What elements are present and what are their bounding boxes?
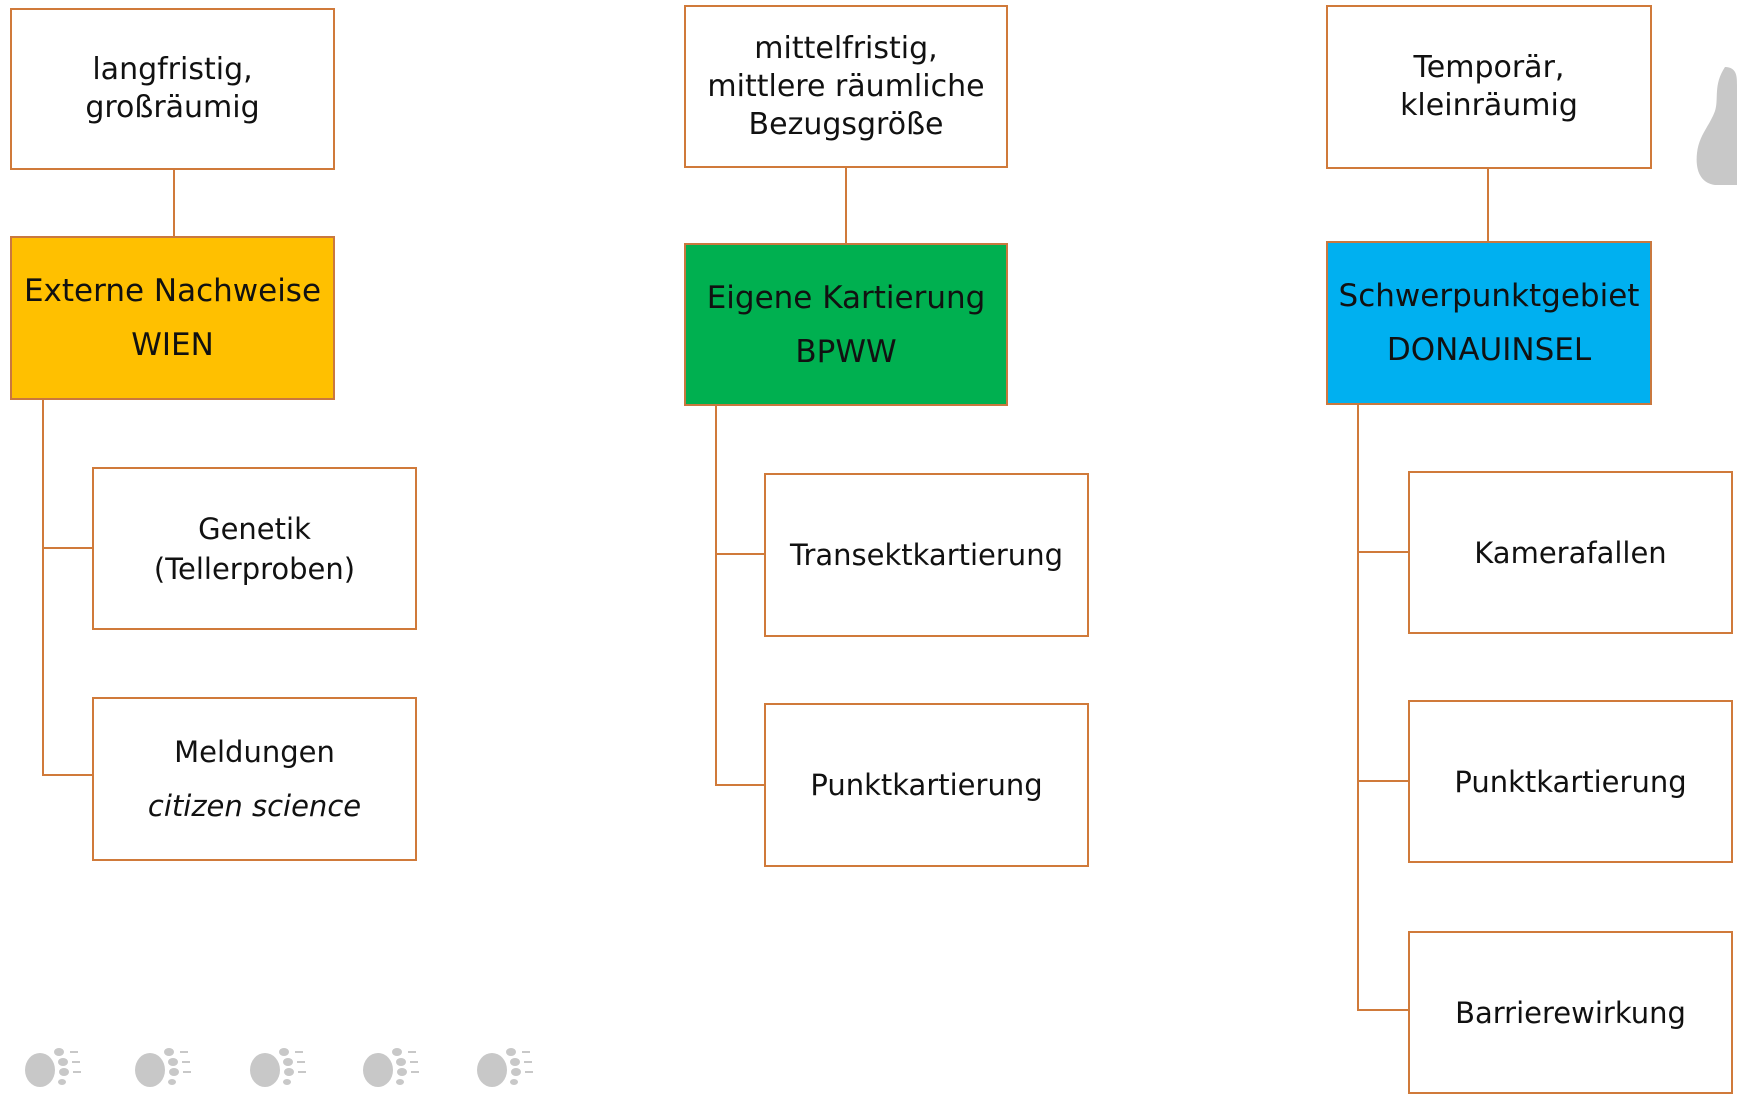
method-line: Transektkartierung [790,538,1063,572]
method-line: Punktkartierung [810,768,1043,802]
category-title: Eigene Kartierung [706,279,986,316]
method-box-barrierewirkung: Barrierewirkung [1408,931,1733,1094]
method-line: (Tellerproben) [153,551,356,586]
header-box-midterm: mittelfristig, mittlere räumliche Bezugs… [684,5,1008,168]
method-box-meldungen: Meldungen citizen science [92,697,417,861]
header-line: Bezugsgröße [748,106,944,142]
header-box-temporary: Temporär, kleinräumig [1326,5,1652,169]
header-line: langfristig, [92,52,253,87]
method-box-kamerafallen: Kamerafallen [1408,471,1733,634]
method-box-genetik: Genetik (Tellerproben) [92,467,417,630]
method-box-punktkartierung-bpww: Punktkartierung [764,703,1089,867]
footprint-icon [1696,67,1737,185]
method-box-transektkartierung: Transektkartierung [764,473,1089,637]
category-subtitle: DONAUINSEL [1386,332,1592,368]
connector-tree-2 [715,406,764,786]
paw-print-icon [477,1048,533,1087]
method-line: Barrierewirkung [1455,995,1686,1030]
category-title: Schwerpunktgebiet [1338,278,1640,314]
header-line: mittlere räumliche [707,68,985,104]
category-box-externe-nachweise: Externe Nachweise WIEN [10,236,335,400]
method-line: Meldungen [174,735,335,769]
paw-print-icon [25,1048,81,1087]
category-subtitle: WIEN [131,327,214,363]
method-line: Genetik [198,511,311,546]
paw-print-icon [135,1048,191,1087]
connector-tree-3 [1357,405,1408,1011]
paw-print-row [25,1048,533,1087]
header-line: mittelfristig, [754,30,938,66]
method-line: Punktkartierung [1454,764,1687,799]
paw-print-icon [250,1048,306,1087]
category-box-schwerpunktgebiet: Schwerpunktgebiet DONAUINSEL [1326,241,1652,405]
method-line-italic: citizen science [147,789,362,823]
category-title: Externe Nachweise [23,273,322,309]
paw-print-icon [363,1048,419,1087]
connector-tree-1 [42,400,92,776]
header-line: Temporär, [1413,50,1565,85]
method-line: Kamerafallen [1474,535,1667,570]
header-line: kleinräumig [1400,88,1578,123]
header-line: großräumig [85,90,260,125]
category-subtitle: BPWW [795,333,897,370]
header-box-longterm: langfristig, großräumig [10,8,335,170]
method-box-punktkartierung-donauinsel: Punktkartierung [1408,700,1733,863]
category-box-eigene-kartierung: Eigene Kartierung BPWW [684,243,1008,406]
